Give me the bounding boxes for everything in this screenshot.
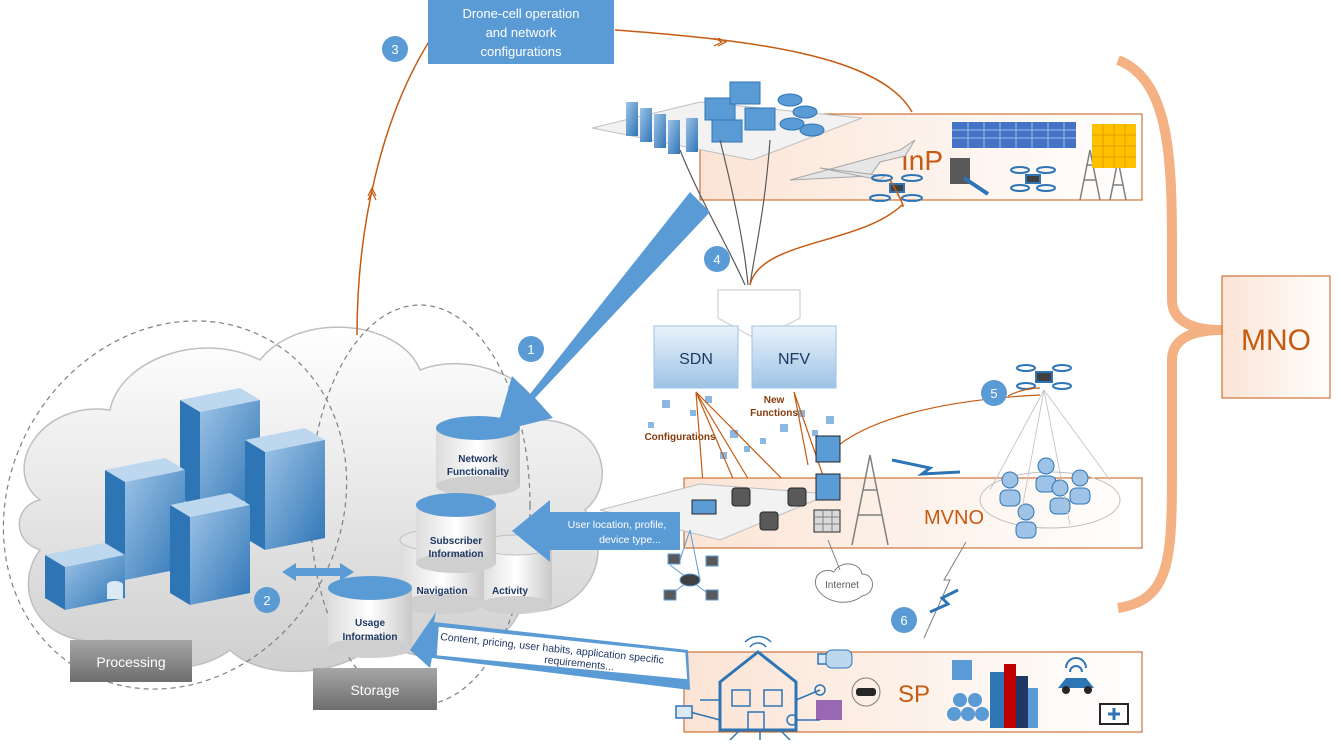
top-box-line3: configurations	[481, 44, 562, 59]
storage-box: Storage	[313, 668, 437, 710]
solar-grid-icon	[1092, 124, 1136, 168]
db-usage-information: Usage Information	[328, 576, 412, 658]
badge-number: 1	[527, 342, 534, 357]
configurations-label: Configurations	[644, 432, 716, 443]
nfv-label: NFV	[778, 351, 810, 368]
processing-servers	[45, 388, 325, 610]
sp-row: SP	[683, 651, 1143, 733]
orange-link-inp	[614, 29, 913, 113]
badge-6: 6	[891, 607, 917, 633]
drone-icon	[869, 174, 923, 202]
drone-icon	[1010, 166, 1056, 192]
badge-number: 4	[713, 252, 720, 267]
orange-link-5	[1007, 387, 1041, 397]
arrow-chevron-icon	[713, 37, 728, 47]
coverage-lines	[989, 389, 1111, 526]
badge-5: 5	[981, 380, 1007, 406]
satellite-icon	[950, 122, 1076, 196]
top-box-line1: Drone-cell operation	[462, 6, 579, 21]
user-info-line2: device type...	[599, 534, 661, 546]
wireless-link-icon	[891, 458, 961, 476]
db-label-line1: Usage	[355, 618, 385, 629]
drone-icon	[1016, 364, 1072, 390]
db-label-line1: Network	[458, 454, 498, 465]
top-box-line2: and network	[486, 25, 557, 40]
lan-network	[663, 529, 719, 601]
internet-link	[827, 539, 841, 571]
network-switches	[691, 435, 841, 533]
badge-2: 2	[254, 587, 280, 613]
db-subscriber-information: Subscriber Information	[416, 493, 496, 573]
storage-label: Storage	[350, 682, 399, 698]
smart-home-hub	[675, 635, 829, 741]
tv-icon	[816, 700, 842, 720]
aircraft-icon	[789, 139, 916, 181]
user-info-arrow: User location, profile, device type...	[512, 500, 680, 562]
new-functions-line1: New	[764, 395, 785, 406]
db-label-line2: Information	[343, 632, 398, 643]
drone-cell-ops-box: Drone-cell operation and network configu…	[428, 0, 614, 64]
orange-link-cloud	[356, 39, 431, 336]
internet-label: Internet	[825, 580, 859, 591]
sp-label: SP	[898, 681, 930, 708]
processing-box: Processing	[70, 640, 192, 682]
badge-number: 5	[990, 386, 997, 401]
arrow-chevron-icon	[367, 186, 377, 201]
sdn-label: SDN	[679, 351, 713, 368]
connected-car-icon	[1058, 657, 1094, 694]
processing-label: Processing	[96, 654, 165, 670]
sdn-nfv-block: SDN NFV	[653, 289, 837, 389]
mno-label: MNO	[1241, 324, 1311, 357]
wireless-link-icon	[929, 588, 959, 614]
badge-number: 2	[263, 593, 270, 608]
badge-4: 4	[704, 246, 730, 272]
infrastructure-arrow: Available infrastructure, BS malfunction…	[496, 192, 710, 432]
db-activity-label: Activity	[492, 586, 529, 597]
infra-links	[679, 139, 771, 286]
datacenter-plane	[591, 81, 863, 161]
tower-icon	[851, 454, 889, 546]
orange-link-4	[749, 204, 903, 286]
badge-3: 3	[382, 36, 408, 62]
internet-cloud: Internet	[814, 563, 873, 603]
mvno-label: MVNO	[924, 507, 984, 529]
db-label-line2: Functionality	[447, 467, 510, 478]
car-network-icon	[851, 677, 881, 707]
db-label-line1: Subscriber	[430, 536, 482, 547]
new-functions-line2: Functions	[750, 408, 798, 419]
mno-brace: MNO	[1115, 55, 1331, 613]
db-navigation-label: Navigation	[416, 586, 467, 597]
orange-link-4b	[889, 179, 904, 207]
double-arrow-icon	[282, 563, 354, 581]
db-label-line2: Information	[429, 549, 484, 560]
badge-number: 3	[391, 42, 398, 57]
medical-laptop-icon	[1099, 703, 1129, 725]
vr-headset-icon	[825, 649, 853, 669]
users-group	[979, 457, 1121, 539]
user-info-line1: User location, profile,	[568, 519, 667, 531]
wireless-link-6	[923, 541, 967, 639]
smart-city-icon	[947, 660, 1038, 728]
badge-number: 6	[900, 613, 907, 628]
db-network-functionality: Network Functionality	[436, 416, 520, 496]
badge-1: 1	[518, 336, 544, 362]
